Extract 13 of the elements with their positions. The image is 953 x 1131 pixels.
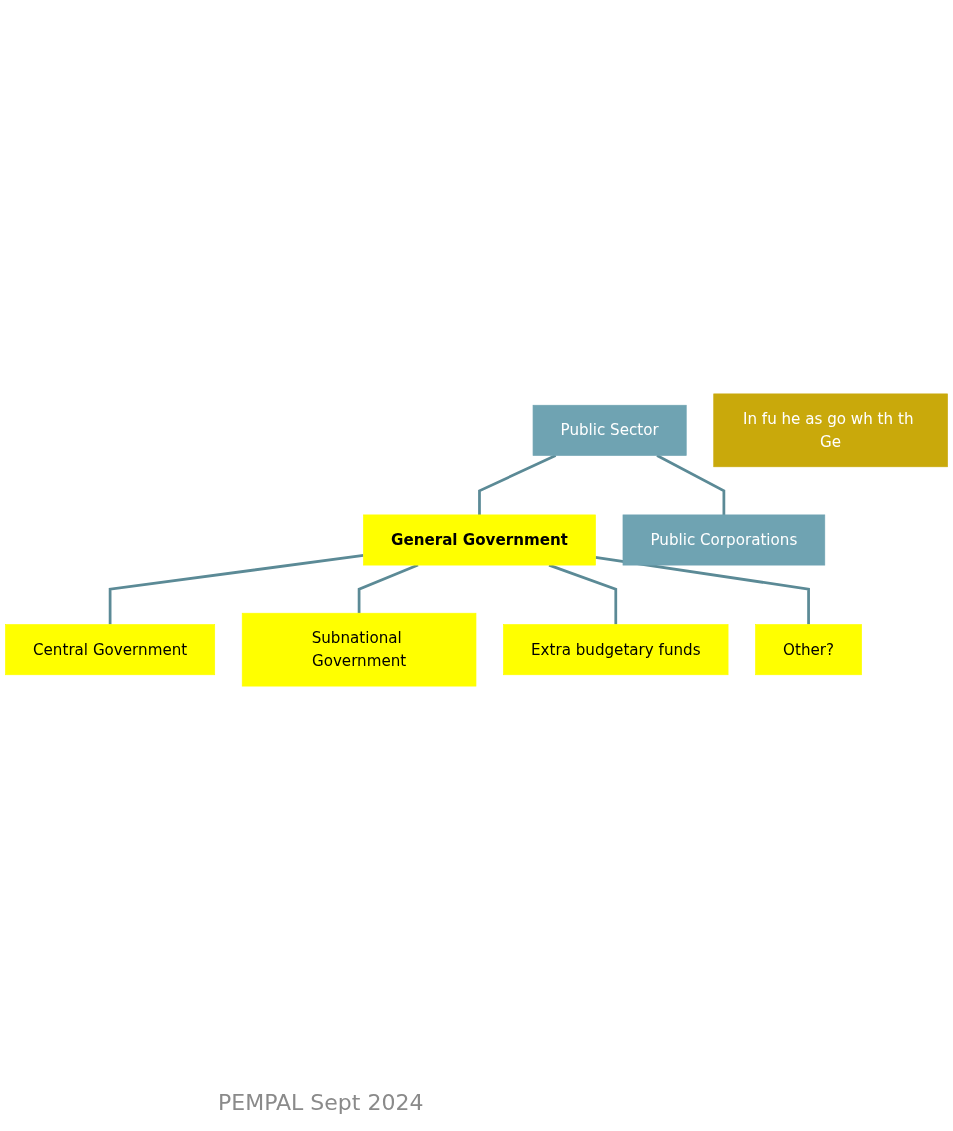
node-box: Extra budgetary funds <box>503 624 729 676</box>
node-box: Subnational Government <box>241 612 477 687</box>
connector <box>595 555 810 625</box>
node-box: Public Sector <box>532 404 687 456</box>
footer-note: PEMPAL Sept 2024 <box>218 1090 424 1115</box>
node-box: Public Corporations <box>622 514 826 566</box>
node-box: In fu he as go wh th th Ge <box>713 393 948 468</box>
connector <box>656 454 726 515</box>
connector <box>478 454 557 515</box>
node-box: General Government <box>363 514 596 566</box>
connector <box>108 554 364 625</box>
node-box: Other? <box>755 624 862 676</box>
node-box: Central Government <box>5 624 216 676</box>
